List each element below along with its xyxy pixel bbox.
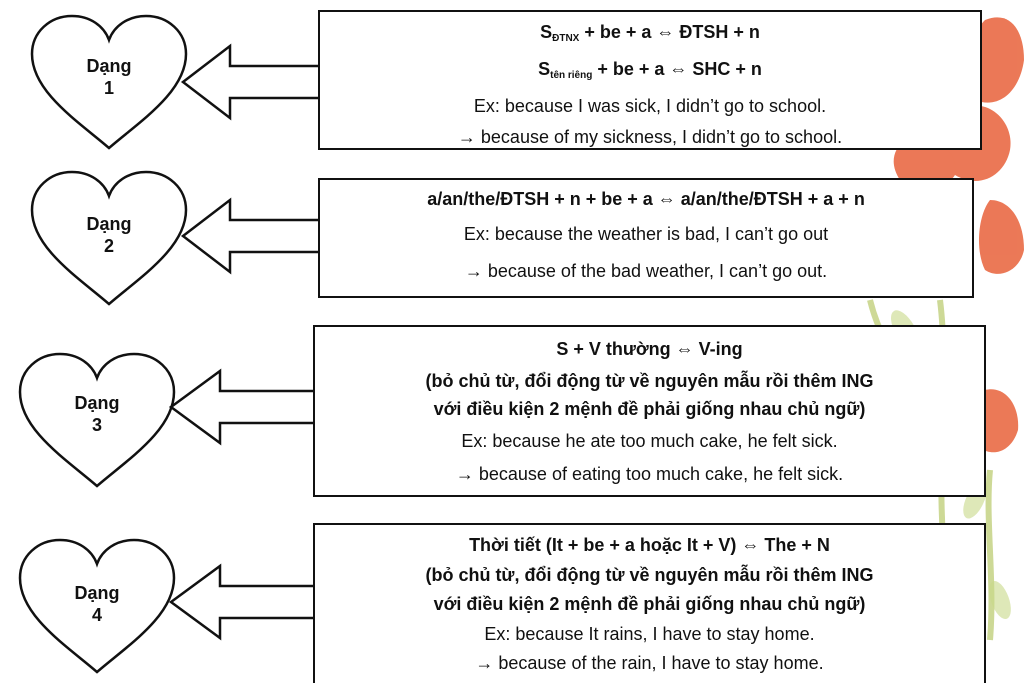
heart-number: 4	[91, 605, 102, 625]
rule-box-4: Thời tiết (It + be + a hoặc It + V) ⇔ Th…	[313, 523, 986, 683]
rule-line: Thời tiết (It + be + a hoặc It + V) ⇔ Th…	[469, 535, 830, 555]
conversion-line: → because of eating too much cake, he fe…	[455, 464, 844, 484]
rule-line: với điều kiện 2 mệnh đề phải giống nhau …	[433, 399, 866, 419]
heart-number: 1	[103, 78, 114, 98]
heart-icon	[30, 14, 188, 150]
rule-line: a/an/the/ĐTSH + n + be + a ⇔ a/an/the/ĐT…	[427, 189, 865, 209]
example-line: Ex: because the weather is bad, I can’t …	[463, 224, 829, 244]
heart-title: Dạng	[74, 393, 120, 413]
example-line: Ex: because he ate too much cake, he fel…	[461, 431, 838, 451]
arrow-left-icon	[168, 368, 319, 446]
heart-title: Dạng	[74, 583, 120, 603]
heart-number: 2	[103, 236, 114, 256]
heart-icon	[30, 170, 188, 306]
heart-icon	[18, 538, 176, 674]
conversion-line: → because of the rain, I have to stay ho…	[475, 653, 824, 673]
heart-label-4: Dạng 4	[47, 582, 147, 626]
rule-line: (bỏ chủ từ, đổi động từ về nguyên mẫu rồ…	[425, 371, 874, 391]
rule-line: S + V thường ⇔ V-ing	[556, 339, 743, 359]
example-line: Ex: because I was sick, I didn’t go to s…	[473, 96, 827, 116]
rule-line: (bỏ chủ từ, đổi động từ về nguyên mẫu rồ…	[425, 565, 874, 585]
heart-icon	[18, 352, 176, 488]
arrow-left-icon	[168, 563, 319, 641]
conversion-line: → because of the bad weather, I can’t go…	[464, 261, 828, 281]
heart-number: 3	[91, 415, 102, 435]
heart-label-1: Dạng 1	[59, 55, 159, 99]
heart-label-3: Dạng 3	[47, 392, 147, 436]
heart-label-2: Dạng 2	[59, 213, 159, 257]
heart-title: Dạng	[86, 214, 132, 234]
arrow-left-icon	[180, 197, 324, 275]
heart-title: Dạng	[86, 56, 132, 76]
rule-line: với điều kiện 2 mệnh đề phải giống nhau …	[433, 594, 866, 614]
example-line: Ex: because It rains, I have to stay hom…	[484, 624, 815, 644]
rule-box-1: SĐTNX + be + a ⇔ ĐTSH + n Stên riêng + b…	[318, 10, 982, 150]
rule-line: SĐTNX + be + a ⇔ ĐTSH + n	[540, 22, 760, 44]
rule-box-2: a/an/the/ĐTSH + n + be + a ⇔ a/an/the/ĐT…	[318, 178, 974, 298]
arrow-left-icon	[180, 43, 324, 121]
rule-box-3: S + V thường ⇔ V-ing (bỏ chủ từ, đổi độn…	[313, 325, 986, 497]
rule-line: Stên riêng + be + a ⇔ SHC + n	[538, 59, 762, 81]
conversion-line: → because of my sickness, I didn’t go to…	[457, 127, 843, 147]
